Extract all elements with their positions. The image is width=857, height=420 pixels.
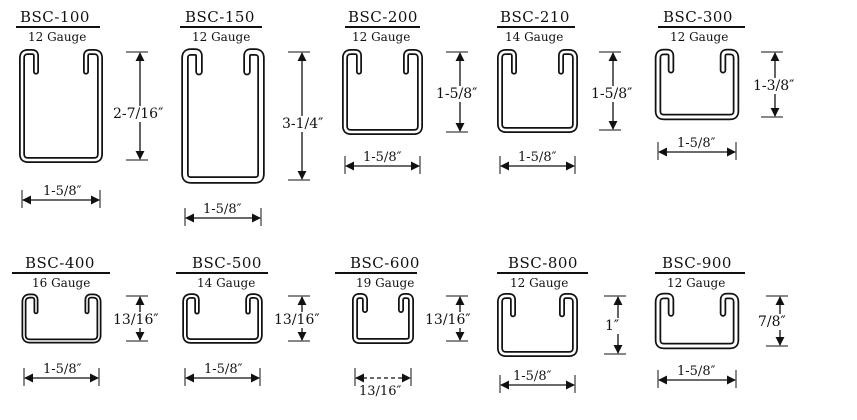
width-dimension-label: 13/16″ xyxy=(359,384,402,399)
height-dimension-label: 7/8″ xyxy=(758,314,786,330)
channel-model-name: BSC-100 xyxy=(20,8,90,26)
channel-model-name: BSC-900 xyxy=(662,254,732,272)
gauge-label: 12 Gauge xyxy=(667,276,726,290)
width-dimension-label: 1-5/8″ xyxy=(362,150,403,165)
gauge-label: 12 Gauge xyxy=(670,30,729,44)
name-underline xyxy=(180,26,262,28)
channel-profile-inner xyxy=(498,50,577,132)
height-dimension-label: 1-5/8″ xyxy=(591,86,633,102)
channel-profile-inner xyxy=(656,294,738,348)
gauge-label: 12 Gauge xyxy=(28,30,87,44)
channel-profile-outline xyxy=(497,49,578,133)
channel-model-name: BSC-150 xyxy=(185,8,255,26)
height-dimension-label: 13/16″ xyxy=(274,312,320,328)
name-underline xyxy=(335,272,417,274)
width-dimension-label: 1-5/8″ xyxy=(203,362,244,377)
channel-profile-inner xyxy=(20,50,102,162)
channel-profile-outline xyxy=(342,49,423,135)
width-dimension-label: 1-5/8″ xyxy=(42,184,83,199)
name-underline xyxy=(658,26,745,28)
width-dimension-label: 1-5/8″ xyxy=(676,364,717,379)
name-underline xyxy=(497,26,575,28)
channel-profile-inner xyxy=(498,294,577,356)
width-dimension-label: 1-5/8″ xyxy=(42,362,83,377)
channel-profile-outline xyxy=(19,49,103,163)
channel-model-name: BSC-210 xyxy=(500,8,570,26)
channel-model-name: BSC-500 xyxy=(192,254,262,272)
gauge-label: 14 Gauge xyxy=(505,30,564,44)
gauge-label: 12 Gauge xyxy=(192,30,251,44)
channel-profile-inner xyxy=(23,295,100,342)
height-dimension-label: 2-7/16″ xyxy=(113,106,164,122)
channel-profile-inner xyxy=(183,50,263,182)
gauge-label: 12 Gauge xyxy=(352,30,411,44)
gauge-label: 14 Gauge xyxy=(197,276,256,290)
width-dimension-label: 1-5/8″ xyxy=(202,202,243,217)
channel-profile-outline xyxy=(352,293,414,344)
channel-model-name: BSC-800 xyxy=(508,254,578,272)
height-dimension-label: 1-5/8″ xyxy=(436,86,478,102)
channel-profile-inner xyxy=(656,50,738,119)
channel-model-name: BSC-300 xyxy=(663,8,733,26)
name-underline xyxy=(345,26,420,28)
channel-profile-inner xyxy=(184,295,261,342)
width-dimension-label: 1-5/8″ xyxy=(517,150,558,165)
channel-model-name: BSC-400 xyxy=(25,254,95,272)
height-dimension-label: 13/16″ xyxy=(113,312,159,328)
channel-profile-inner xyxy=(353,294,413,343)
channel-profile-outline xyxy=(497,293,578,357)
height-dimension-label: 3-1/4″ xyxy=(282,116,324,132)
channel-model-name: BSC-200 xyxy=(348,8,418,26)
name-underline xyxy=(655,272,745,274)
width-dimension-label: 1-5/8″ xyxy=(512,369,553,384)
width-dimension-label: 1-5/8″ xyxy=(676,136,717,151)
height-dimension-label: 13/16″ xyxy=(425,312,471,328)
channel-profile-inner xyxy=(343,50,422,134)
name-underline xyxy=(176,272,268,274)
channel-profile-outline xyxy=(181,48,265,184)
height-dimension-label: 1″ xyxy=(605,318,620,334)
height-dimension-label: 1-3/8″ xyxy=(753,78,795,94)
gauge-label: 16 Gauge xyxy=(32,276,91,290)
name-underline xyxy=(16,26,100,28)
name-underline xyxy=(12,272,110,274)
gauge-label: 19 Gauge xyxy=(356,276,415,290)
gauge-label: 12 Gauge xyxy=(510,276,569,290)
name-underline xyxy=(497,272,588,274)
channel-model-name: BSC-600 xyxy=(350,254,420,272)
